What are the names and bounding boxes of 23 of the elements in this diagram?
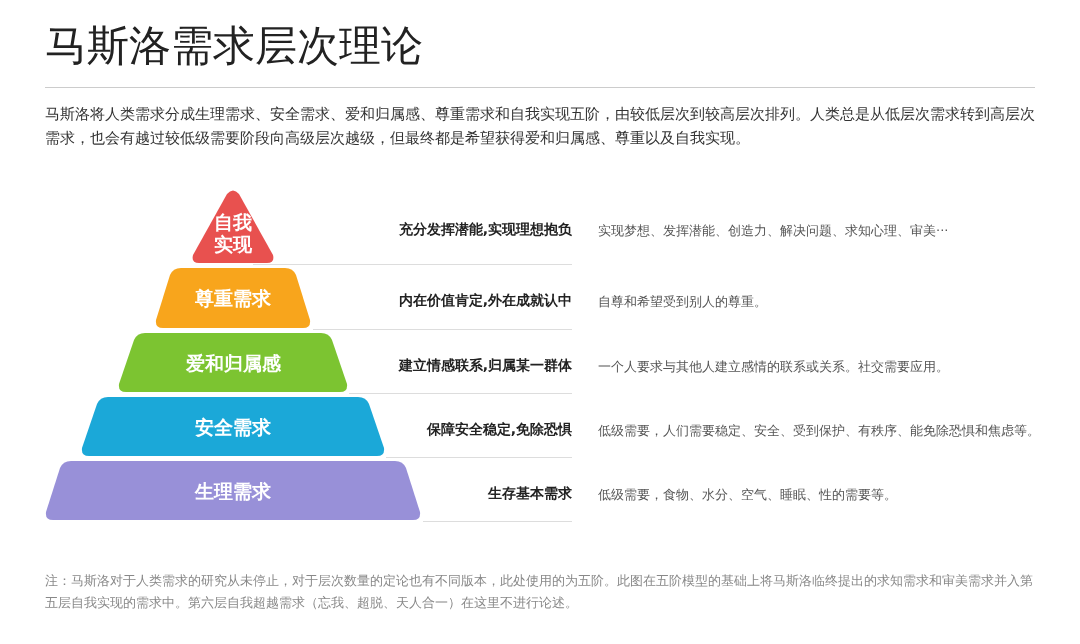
tier-heading: 生存基本需求 xyxy=(487,484,572,503)
tier-heading: 内在价值肯定,外在成就认中 xyxy=(397,292,572,310)
tier-heading: 保障安全稳定,免除恐惧 xyxy=(425,420,572,439)
tier-description: 实现梦想、发挥潜能、创造力、解决问题、求知心理、审美··· xyxy=(598,221,949,240)
pyramid-tier xyxy=(155,268,311,328)
tier-label: 自我实现 xyxy=(213,210,253,255)
pyramid-tier xyxy=(118,333,348,392)
tier-label: 爱和归属感 xyxy=(184,351,282,374)
tier-label: 安全需求 xyxy=(194,415,272,438)
tier-description: 一个人要求与其他人建立感情的联系或关系。社交需要应用。 xyxy=(598,357,949,376)
pyramid-tier xyxy=(191,190,275,263)
tier-label: 生理需求 xyxy=(193,479,272,502)
tier-description: 自尊和希望受到别人的尊重。 xyxy=(598,293,767,311)
pyramid-tier xyxy=(81,397,385,456)
tier-description: 低级需要，人们需要稳定、安全、受到保护、有秩序、能免除恐惧和焦虑等。 xyxy=(598,421,1040,440)
pyramid-tier xyxy=(45,461,421,520)
intro-paragraph: 马斯洛将人类需求分成生理需求、安全需求、爱和归属感、尊重需求和自我实现五阶，由较低层次到较高层次排列。人类总是从低层次需求转到高层次需求，也会有越过较低级需要阶段向高级层次越级，但最终都是希望获得爱和归属感、尊重以及自我实现。 xyxy=(45,104,1036,149)
tier-heading: 建立情感联系,归属某一群体 xyxy=(397,356,572,375)
title: 马斯洛需求层次理论 xyxy=(45,20,423,72)
tier-heading: 充分发挥潜能,实现理想抱负 xyxy=(397,220,572,239)
tier-label: 尊重需求 xyxy=(194,287,272,309)
footnote: 注：马斯洛对于人类需求的研究从未停止，对于层次数量的定论也有不同版本，此处使用的为五阶。此图在五阶模型的基础上将马斯洛临终提出的求知需求和审美需求并入第五层自我实现的需求中。第六层自我超越需求（忘我、超脱、天人合一）在这里不进行论述。 xyxy=(45,572,1034,612)
tier-description: 低级需要，食物、水分、空气、睡眠、性的需要等。 xyxy=(598,485,897,504)
